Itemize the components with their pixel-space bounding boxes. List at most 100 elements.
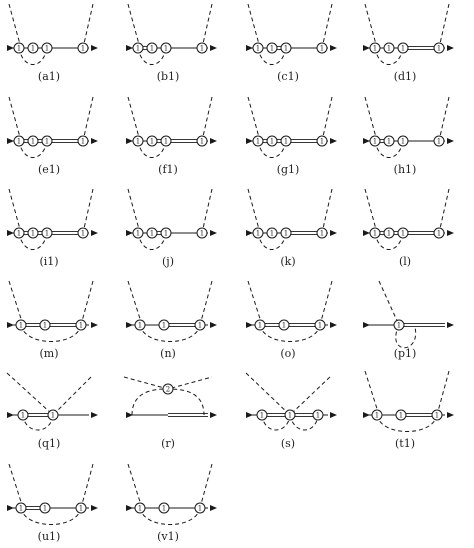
- vertex-label: 1: [51, 412, 55, 420]
- vertex: [433, 42, 445, 54]
- vertex: [383, 227, 395, 239]
- vertex-label: 1: [318, 322, 322, 330]
- vertex: [13, 227, 25, 239]
- arrow-in: [126, 412, 133, 418]
- diagram-17: 2(r): [123, 376, 217, 450]
- vertex: [280, 135, 292, 147]
- dashed-right-leg: [438, 188, 450, 234]
- vertex-label: 1: [17, 230, 21, 238]
- dashed-right-leg: [321, 188, 333, 234]
- vertex-label: 1: [81, 230, 85, 238]
- dashed-right-leg: [438, 96, 450, 142]
- vertex-label: 1: [256, 138, 260, 146]
- vertex-label: 1: [258, 322, 262, 330]
- diagram-15: 1(p1): [363, 280, 454, 360]
- dashed-loop: [395, 324, 417, 349]
- dashed-right-leg: [82, 3, 94, 49]
- vertex-label: 1: [387, 230, 391, 238]
- vertex: [194, 319, 206, 331]
- vertex: [316, 42, 328, 54]
- arrow-in: [363, 138, 370, 144]
- vertex: [256, 409, 268, 421]
- vertex-label: 1: [45, 138, 49, 146]
- dashed-arc: [139, 324, 201, 342]
- arrow-out: [91, 412, 98, 418]
- vertex-label: 1: [150, 45, 154, 53]
- arrow-out: [330, 138, 337, 144]
- dashed-right-leg: [319, 280, 333, 326]
- dashed-vee: [245, 372, 333, 416]
- vertex-label: 1: [79, 322, 83, 330]
- arrow-out: [210, 322, 217, 328]
- arrow-in: [126, 138, 133, 144]
- vertex-label: 1: [397, 322, 401, 330]
- arrow-out: [210, 412, 217, 418]
- arrow-in: [7, 230, 14, 236]
- vertex-label: 1: [200, 138, 204, 146]
- vertex-label: 1: [81, 45, 85, 53]
- dashed-right-leg: [438, 3, 450, 49]
- vertex: [194, 502, 206, 514]
- arrow-in: [126, 45, 133, 51]
- arrow-in: [246, 45, 253, 51]
- vertex: [160, 227, 172, 239]
- vertex: [47, 409, 59, 421]
- vertex-label: 1: [373, 138, 377, 146]
- vertex: [41, 135, 53, 147]
- dashed-left-leg: [127, 96, 141, 142]
- dashed-left-leg: [364, 370, 380, 416]
- vertex-label: 1: [401, 138, 405, 146]
- vertex-label: 1: [256, 230, 260, 238]
- arrow-in: [7, 45, 14, 51]
- vertex-label: 1: [320, 230, 324, 238]
- arrow-in: [7, 505, 14, 511]
- vertex: [77, 135, 89, 147]
- dashed-arc: [257, 47, 287, 65]
- vertex: [383, 42, 395, 54]
- dashed-left-leg: [247, 280, 263, 326]
- dashed-line: [378, 280, 400, 326]
- arrow-in: [246, 138, 253, 144]
- dashed-left-leg: [364, 96, 378, 142]
- arrow-in: [126, 322, 133, 328]
- vertex-label: 1: [198, 322, 202, 330]
- diagram-label: (l): [399, 255, 411, 268]
- dashed-arc: [18, 140, 48, 158]
- dashed-arc: [18, 47, 48, 65]
- diagram-label: (c1): [277, 70, 299, 83]
- vertex-label: 1: [164, 230, 168, 238]
- arrow-out: [91, 230, 98, 236]
- vertex-label: 1: [401, 230, 405, 238]
- vertex: [196, 227, 208, 239]
- diagram-label: (d1): [394, 70, 417, 83]
- dashed-left-leg: [364, 3, 378, 49]
- vertex-label: 1: [284, 138, 288, 146]
- vertex-label: 1: [19, 505, 23, 513]
- vertex-label: 1: [138, 322, 142, 330]
- diagram-label: (r): [161, 437, 175, 450]
- diagram-label: (j): [162, 255, 174, 268]
- vertex: [27, 227, 39, 239]
- diagram-label: (b1): [157, 70, 180, 83]
- vertex-label: 1: [164, 45, 168, 53]
- vertex-label: 1: [270, 138, 274, 146]
- arrow-in: [7, 322, 14, 328]
- vertex: [158, 502, 170, 514]
- dashed-arc: [137, 47, 167, 65]
- vertex-label: 1: [136, 45, 140, 53]
- vertex: [27, 42, 39, 54]
- vertex: [280, 42, 292, 54]
- dashed-arc: [137, 232, 167, 250]
- vertex: [266, 42, 278, 54]
- dashed-arc: [261, 414, 291, 431]
- arrow-out: [91, 45, 98, 51]
- dashed-right-leg: [82, 188, 94, 234]
- diagram-label: (v1): [157, 530, 179, 543]
- vertex-label: 1: [320, 45, 324, 53]
- vertex: [369, 135, 381, 147]
